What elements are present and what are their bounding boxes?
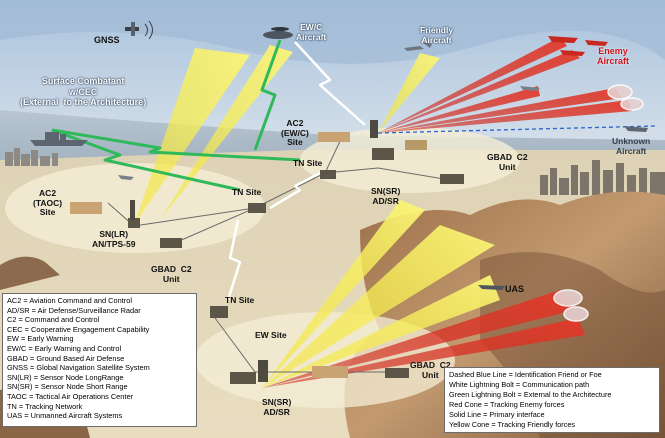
uas-label: UAS [505, 284, 525, 294]
acronym-legend-item: TN = Tracking Network [7, 401, 83, 411]
ac2-ewc-site-label: AC2 (EW/C) Site [281, 118, 309, 147]
gnss-label: GNSS [94, 35, 120, 45]
symbol-legend: Dashed Blue Line = Identification Friend… [444, 367, 660, 433]
enemy-aircraft-icons [548, 36, 608, 56]
acronym-legend-item: C2 = Command and Control [7, 315, 100, 325]
symbol-legend-item: White Lightning Bolt = Communication pat… [449, 380, 590, 389]
green-lightning-bolts [51, 39, 301, 192]
white-lightning-bolts [226, 41, 366, 301]
tn-site-bottom-label: TN Site [225, 295, 255, 305]
primary-interfaces [107, 136, 451, 373]
symbol-legend-item: Red Cone = Tracking Enemy forces [449, 400, 565, 409]
ground-equipment [70, 120, 464, 384]
sn-lr-label: SN(LR) AN/TPS-59 [92, 229, 136, 249]
yellow-cones [134, 45, 500, 388]
city-left [5, 148, 58, 166]
gbad-c2-right-label: GBAD C2 Unit [487, 152, 528, 172]
symbol-legend-item: Green Lightning Bolt = External to the A… [449, 390, 612, 399]
acronym-legend-item: AC2 = Aviation Command and Control [7, 296, 132, 305]
surface-combatant-label: Surface Combatant w/CEC (External to the… [20, 76, 147, 107]
gbad-c2-bottom-label: GBAD C2 Unit [410, 360, 451, 380]
ew-site-label: EW Site [255, 330, 287, 340]
acronym-legend-item: TAOC = Tactical Air Operations Center [7, 391, 134, 401]
friendly-aircraft-icon [404, 42, 432, 51]
acronym-legend-item: UAS = Unmanned Aircraft Systems [7, 411, 123, 421]
gbad-c2-left-label: GBAD C2 Unit [151, 264, 192, 284]
acronym-legend-item: SN(LR) = Sensor Node LongRange [7, 372, 124, 382]
acronym-legend-item: GBAD = Ground Based Air Defense [7, 353, 125, 363]
satellite-icon [125, 20, 153, 40]
ac2-taoc-site-label: AC2 (TAOC) Site [33, 188, 63, 217]
small-aircraft-icons [118, 86, 540, 180]
symbol-legend-item: Dashed Blue Line = Identification Friend… [449, 370, 602, 379]
acronym-legend-item: GNSS = Global Navigation Satellite Syste… [7, 363, 150, 373]
acronym-legend-item: EW/C = Early Warning and Control [7, 343, 122, 353]
ewc-aircraft-icon [263, 27, 293, 39]
tn-site-center-label: TN Site [293, 158, 323, 168]
acronym-legend-item: EW = Early Warning [7, 334, 74, 344]
sn-sr-bottom-label: SN(SR) AD/SR [262, 397, 292, 417]
site-area-right [300, 127, 520, 193]
acronym-legend-item: CEC = Cooperative Engagement Capability [7, 324, 150, 334]
unknown-aircraft-icon [624, 126, 648, 132]
friendly-aircraft-label: Friendly Aircraft [420, 25, 454, 45]
symbol-legend-item: Yellow Cone = Tracking Friendly forces [449, 420, 576, 429]
city-right [540, 160, 665, 195]
enemy-aircraft-label: Enemy Aircraft [597, 46, 630, 66]
mountains-left [0, 256, 60, 290]
uas-icon [478, 285, 505, 290]
acronym-legend-item: AD/SR = Air Defense/Surveillance Radar [7, 305, 141, 315]
surface-combatant-ship-icon [30, 132, 88, 146]
tn-site-left-label: TN Site [232, 187, 262, 197]
enemy-aircraft-circles [553, 84, 644, 322]
ewc-aircraft-label: EW/C Aircraft [296, 22, 327, 42]
sn-sr-top-label: SN(SR) AD/SR [371, 186, 401, 206]
unknown-aircraft-label: Unknown Aircraft [612, 136, 651, 156]
symbol-legend-item: Solid Line = Primary interface [449, 410, 545, 419]
acronym-legend-item: SN(SR) = Sensor Node Short Range [7, 382, 128, 392]
sky-clouds [0, 0, 665, 64]
